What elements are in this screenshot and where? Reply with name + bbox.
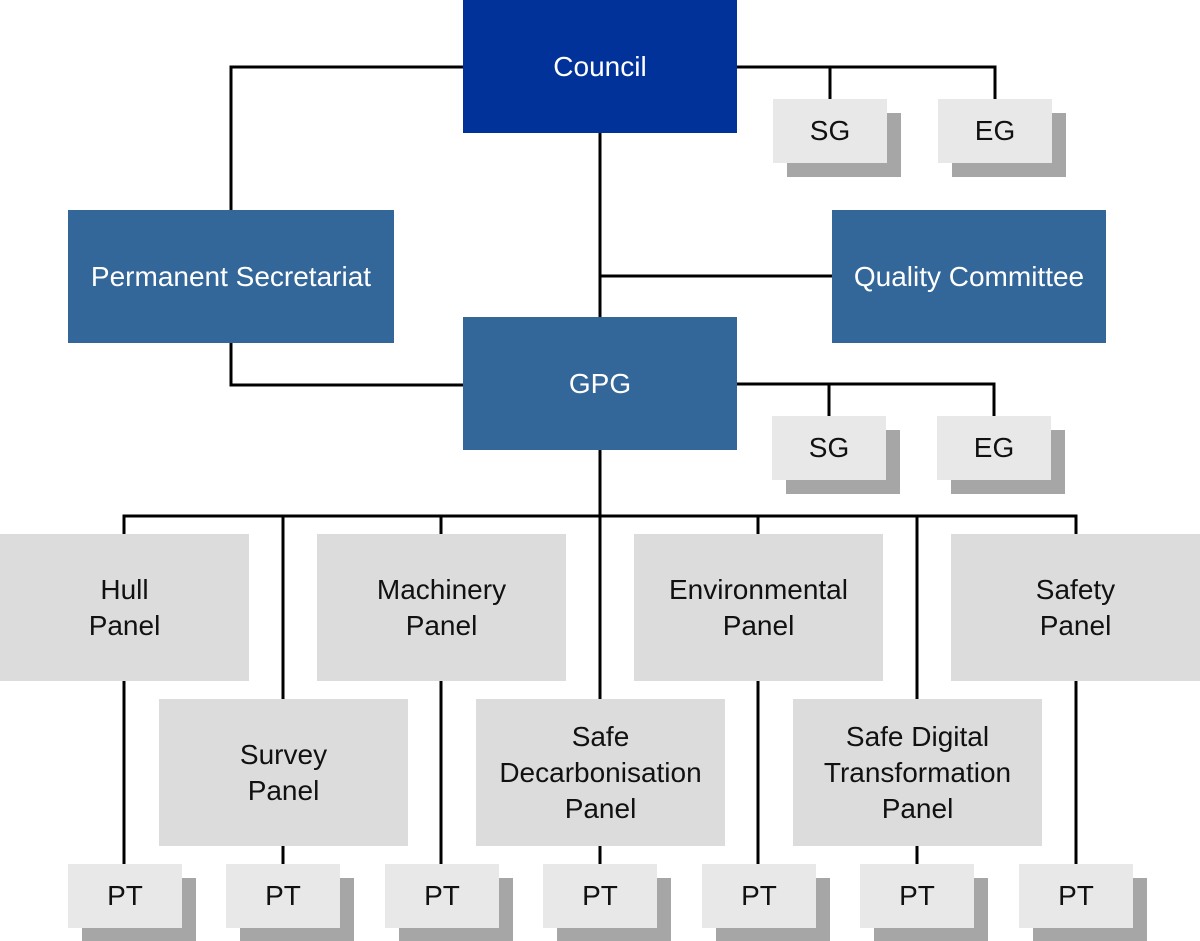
council-sg-label: SG <box>809 115 851 146</box>
council-eg-label: EG <box>974 115 1016 146</box>
project-team-box: PT <box>702 864 816 928</box>
hull-panel-label-line-2: Panel <box>88 609 161 641</box>
connector-council-secretariat <box>229 65 465 212</box>
environmental-panel-box: Environmental Panel <box>634 534 883 681</box>
project-team-label: PT <box>265 880 301 911</box>
safe-decarbonisation-panel-label-line-3: Panel <box>564 792 637 824</box>
quality-committee-label: Quality Committee <box>853 260 1085 292</box>
survey-panel-label-line-2: Panel <box>247 774 320 806</box>
safe-digital-transformation-panel-label-line-3: Panel <box>881 792 954 824</box>
project-team-label: PT <box>1058 880 1094 911</box>
project-team-label: PT <box>899 880 935 911</box>
council-eg-box: EG <box>938 99 1052 163</box>
project-team-label: PT <box>582 880 618 911</box>
safe-decarbonisation-panel-box: Safe Decarbonisation Panel <box>476 699 725 846</box>
project-team-box: PT <box>860 864 974 928</box>
quality-committee-box: Quality Committee <box>832 210 1106 343</box>
safe-digital-transformation-panel-box: Safe Digital Transformation Panel <box>793 699 1042 846</box>
gpg-eg-label: EG <box>973 432 1015 463</box>
hull-panel-label-line-1: Hull <box>100 573 149 605</box>
gpg-sg-box: SG <box>772 416 886 480</box>
machinery-panel-label-line-1: Machinery <box>376 573 507 605</box>
gpg-label: GPG <box>568 367 632 399</box>
survey-panel-box: Survey Panel <box>159 699 408 846</box>
safe-decarbonisation-panel-label-line-2: Decarbonisation <box>499 756 702 788</box>
project-team-box: PT <box>68 864 182 928</box>
gpg-sg-label: SG <box>808 432 850 463</box>
connector-council-groups <box>735 65 997 101</box>
machinery-panel-box: Machinery Panel <box>317 534 566 681</box>
safe-decarbonisation-panel-label-line-1: Safe <box>571 720 630 752</box>
safe-digital-transformation-panel-label-line-2: Transformation <box>823 756 1012 788</box>
project-team-box: PT <box>385 864 499 928</box>
connector-gpg-groups <box>735 382 996 418</box>
environmental-panel-label-line-1: Environmental <box>669 573 848 605</box>
hull-panel-box: Hull Panel <box>0 534 249 681</box>
permanent-secretariat-label: Permanent Secretariat <box>90 260 372 292</box>
gpg-eg-box: EG <box>937 416 1051 480</box>
safety-panel-label-line-1: Safety <box>1035 573 1116 605</box>
connector-secretariat-gpg <box>229 341 465 387</box>
council-label: Council <box>553 50 647 82</box>
gpg-box: GPG <box>463 317 737 450</box>
project-team-box: PT <box>1019 864 1133 928</box>
survey-panel-label-line-1: Survey <box>239 738 328 770</box>
machinery-panel-label-line-2: Panel <box>405 609 478 641</box>
project-team-label: PT <box>107 880 143 911</box>
safety-panel-box: Safety Panel <box>951 534 1200 681</box>
environmental-panel-label-line-2: Panel <box>722 609 795 641</box>
safe-digital-transformation-panel-label-line-1: Safe Digital <box>845 720 990 752</box>
project-team-box: PT <box>226 864 340 928</box>
project-team-label: PT <box>741 880 777 911</box>
project-team-box: PT <box>543 864 657 928</box>
permanent-secretariat-box: Permanent Secretariat <box>68 210 394 343</box>
council-sg-box: SG <box>773 99 887 163</box>
council-box: Council <box>463 0 737 133</box>
project-team-label: PT <box>424 880 460 911</box>
safety-panel-label-line-2: Panel <box>1039 609 1112 641</box>
